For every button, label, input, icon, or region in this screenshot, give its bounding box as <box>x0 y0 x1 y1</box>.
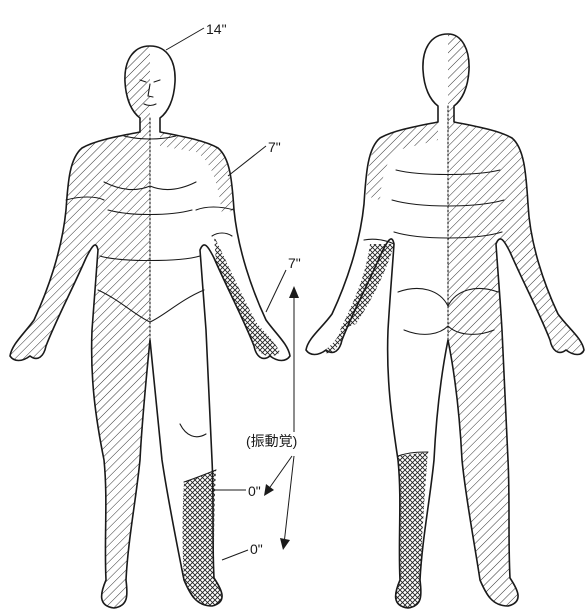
label-foot: 0" <box>250 541 263 557</box>
label-head: 14" <box>206 21 227 37</box>
label-ankle: 0" <box>248 483 261 499</box>
leader-lines <box>166 28 286 560</box>
front-figure <box>10 46 290 608</box>
back-figure <box>306 34 584 608</box>
label-shoulder: 7" <box>268 139 281 155</box>
label-caption: (振動覚) <box>246 433 297 449</box>
label-wrist: 7" <box>288 255 301 271</box>
